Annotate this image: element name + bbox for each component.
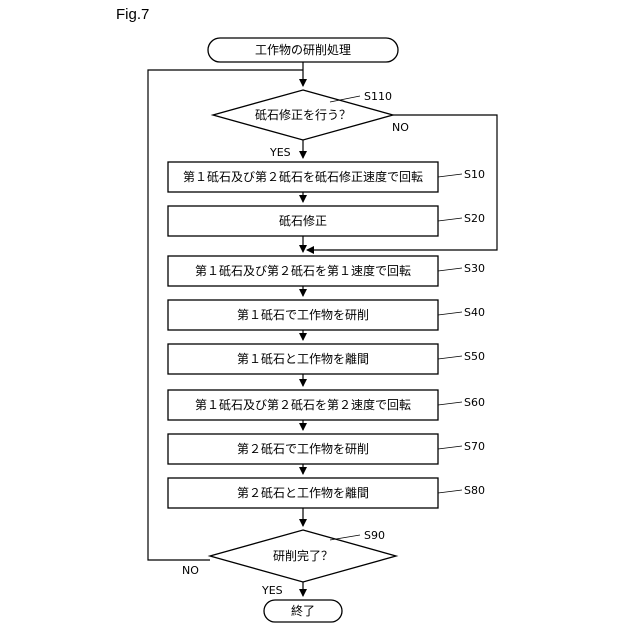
step-S20: 砥石修正 <box>168 206 438 236</box>
step-S30: 第１砥石及び第２砥石を第１速度で回転 <box>168 256 438 286</box>
end-label: 終了 <box>291 603 315 618</box>
leader-S80 <box>438 490 462 493</box>
leader-S90 <box>330 535 360 540</box>
leader-S10 <box>438 174 462 177</box>
step-id-S30: S30 <box>464 262 485 275</box>
step-S70-label: 第２砥石で工作物を研削 <box>237 442 369 456</box>
step-S60: 第１砥石及び第２砥石を第２速度で回転 <box>168 390 438 420</box>
step-S50-label: 第１砥石と工作物を離間 <box>237 352 369 366</box>
step-id-S70: S70 <box>464 440 485 453</box>
no-label-S90: NO <box>182 564 199 577</box>
step-id-S50: S50 <box>464 350 485 363</box>
leader-S50 <box>438 356 462 359</box>
step-S80: 第２砥石と工作物を離間 <box>168 478 438 508</box>
step-id-S20: S20 <box>464 212 485 225</box>
step-S10: 第１砥石及び第２砥石を砥石修正速度で回転 <box>168 162 438 192</box>
start-label: 工作物の研削処理 <box>255 43 351 57</box>
yes-label-S110: YES <box>269 146 291 159</box>
leader-S40 <box>438 312 462 315</box>
step-S60-label: 第１砥石及び第２砥石を第２速度で回転 <box>195 397 411 412</box>
step-id-S10: S10 <box>464 168 485 181</box>
step-id-S90: S90 <box>364 529 385 542</box>
step-S50: 第１砥石と工作物を離間 <box>168 344 438 374</box>
leader-S60 <box>438 402 462 405</box>
leader-S30 <box>438 268 462 271</box>
start-terminal: 工作物の研削処理 <box>208 38 398 62</box>
step-id-S110: S110 <box>364 90 392 103</box>
step-id-S40: S40 <box>464 306 485 319</box>
no-label-S110: NO <box>392 121 409 134</box>
leader-S20 <box>438 218 462 221</box>
step-S20-label: 砥石修正 <box>279 213 327 228</box>
step-id-S80: S80 <box>464 484 485 497</box>
yes-label-S90: YES <box>261 584 283 597</box>
step-S10-label: 第１砥石及び第２砥石を砥石修正速度で回転 <box>183 169 423 184</box>
decision-dressing-label: 砥石修正を行う？ <box>255 107 351 122</box>
step-S30-label: 第１砥石及び第２砥石を第１速度で回転 <box>195 263 411 278</box>
end-terminal: 終了 <box>264 600 342 622</box>
step-S40-label: 第１砥石で工作物を研削 <box>237 308 369 322</box>
leader-S70 <box>438 446 462 449</box>
decision-complete-label: 研削完了？ <box>273 548 333 563</box>
step-S40: 第１砥石で工作物を研削 <box>168 300 438 330</box>
step-S70: 第２砥石で工作物を研削 <box>168 434 438 464</box>
step-S80-label: 第２砥石と工作物を離間 <box>237 486 369 500</box>
step-id-S60: S60 <box>464 396 485 409</box>
